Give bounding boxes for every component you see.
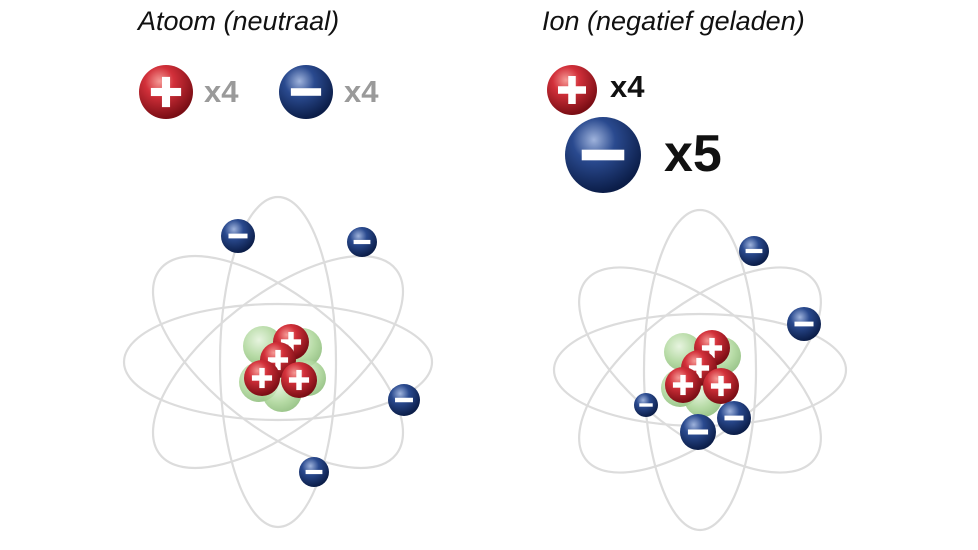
ion-electron-count: x5 (664, 125, 722, 183)
proton-icon (703, 368, 739, 404)
legend-ion-electron-icon (565, 117, 641, 193)
legend-electron-icon (279, 65, 333, 119)
legend-ion-proton-icon (547, 65, 597, 115)
ion-title: Ion (negatief geladen) (542, 6, 805, 36)
electron-icon (299, 457, 329, 487)
ion-proton-count: x4 (610, 69, 645, 104)
atom-orbit-vertical (218, 195, 338, 529)
electron-icon (388, 384, 420, 416)
atom-title: Atoom (neutraal) (138, 6, 340, 36)
electron-icon (221, 219, 255, 253)
atom-orbit-diag-b (151, 254, 405, 470)
electron-icon (717, 401, 751, 435)
atom-nucleus (239, 324, 326, 412)
proton-icon (665, 367, 701, 403)
atom-orbits (122, 195, 434, 529)
ion-orbit-diag-b (578, 266, 822, 474)
atom-proton-count: x4 (204, 74, 239, 109)
atom-orbit-diag-a (151, 254, 405, 470)
ion-orbit-vertical (642, 208, 758, 532)
electron-icon (680, 414, 716, 450)
electron-icon (739, 236, 769, 266)
proton-icon (281, 362, 317, 398)
proton-icon (244, 360, 280, 396)
electron-icon (347, 227, 377, 257)
electron-icon (634, 393, 658, 417)
atom-orbit-horizontal (122, 302, 434, 422)
atom-electron-count: x4 (344, 74, 379, 109)
legend-proton-icon (139, 65, 193, 119)
electron-icon (787, 307, 821, 341)
